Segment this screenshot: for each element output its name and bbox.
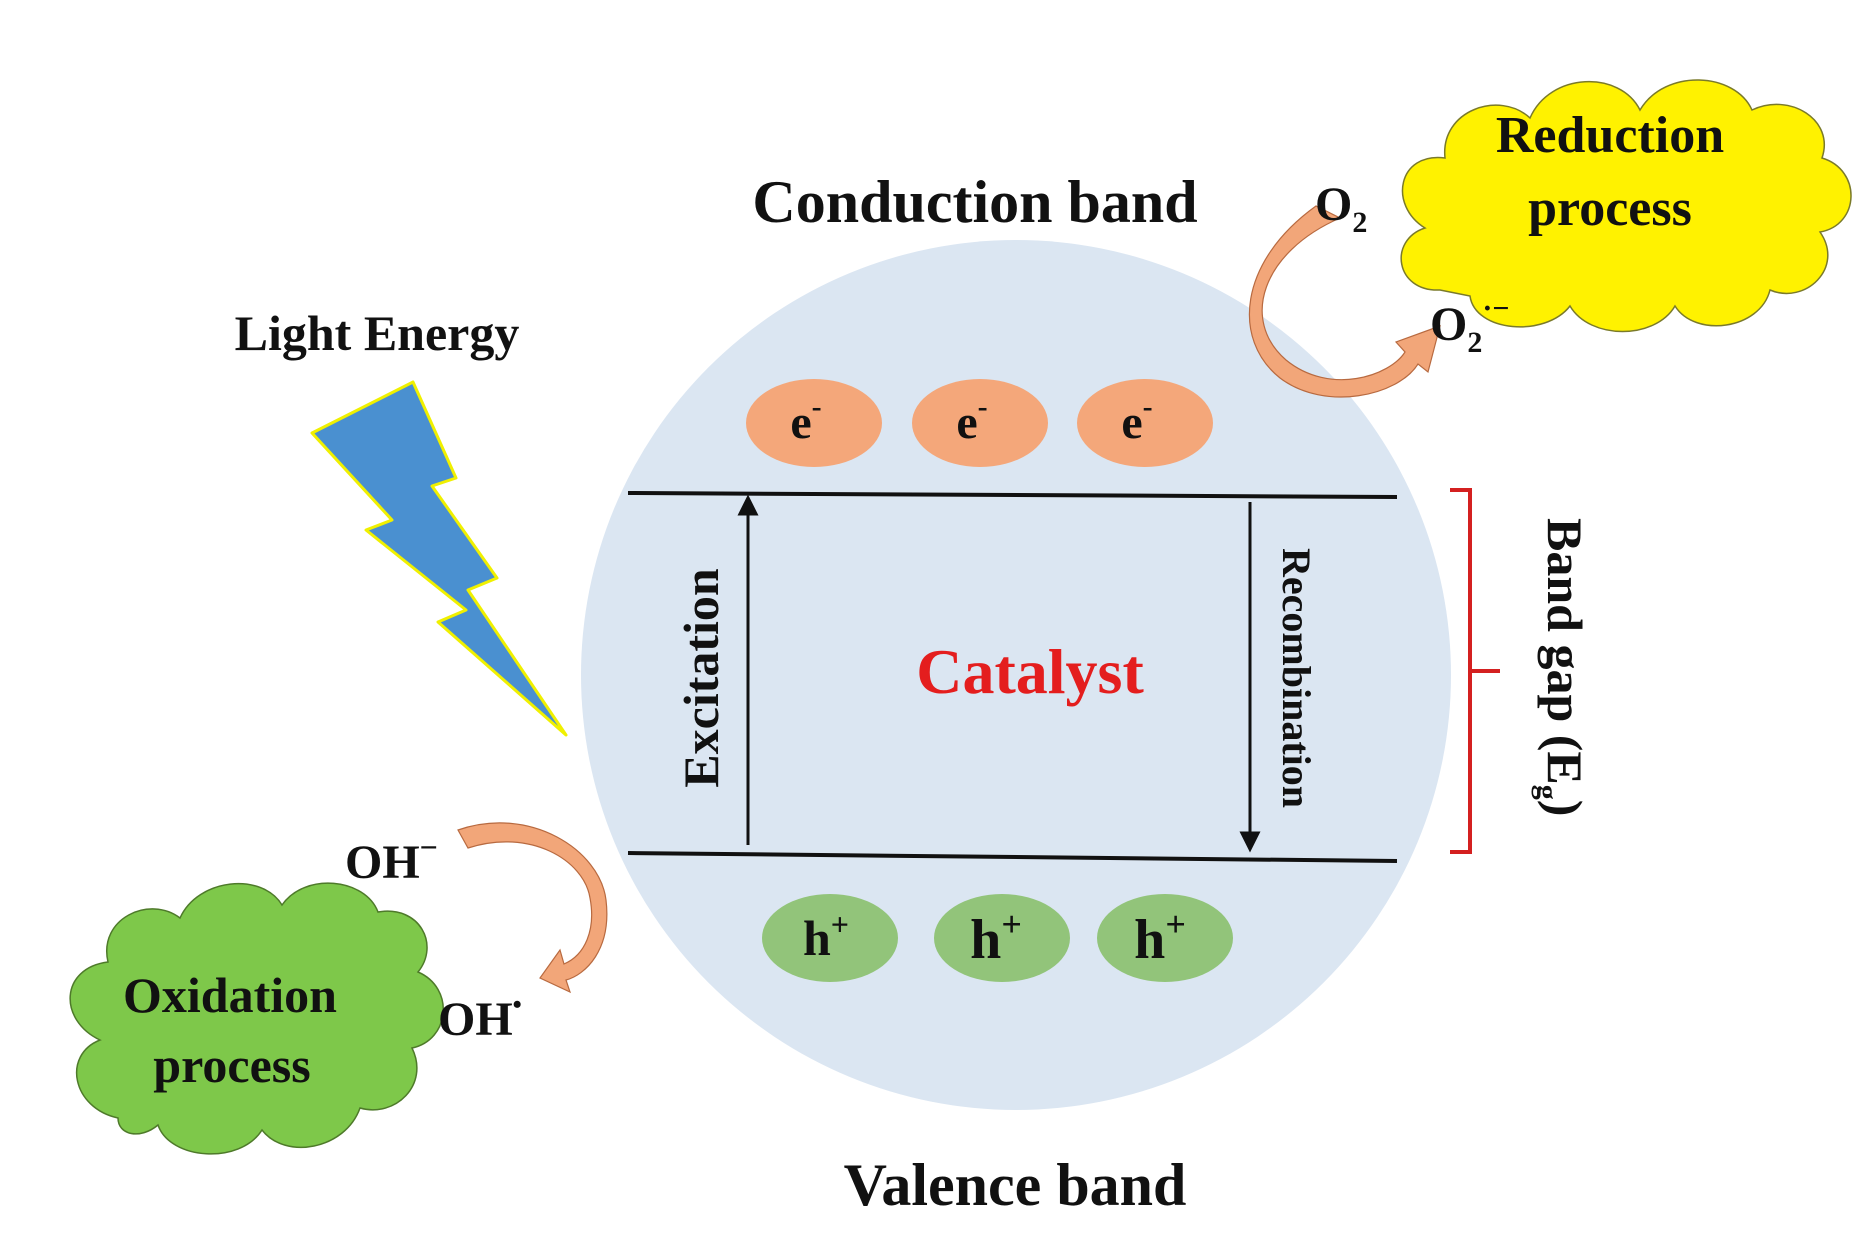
electron-3: e-: [1077, 379, 1213, 467]
excitation-label: Excitation: [673, 568, 729, 788]
oxidation-process-cloud: Oxidation process: [69, 882, 444, 1155]
svg-text:e-: e-: [956, 390, 987, 449]
reduction-process-cloud: Reduction process: [1400, 79, 1852, 333]
svg-text:h+: h+: [1134, 904, 1186, 971]
reduction-label-line2: process: [1528, 180, 1692, 237]
svg-text:e-: e-: [1121, 390, 1152, 449]
light-energy-label: Light Energy: [235, 305, 520, 361]
hole-1: h+: [762, 894, 898, 982]
electron-1: e-: [746, 379, 882, 467]
reduction-label-line1: Reduction: [1496, 107, 1724, 164]
hole-2: h+: [934, 894, 1070, 982]
band-gap-label: Band gap (Eg): [1531, 518, 1593, 816]
recombination-label: Recombination: [1274, 548, 1319, 808]
conduction-band-edge: [627, 491, 1398, 499]
catalyst-label: Catalyst: [916, 636, 1144, 707]
oxidation-label-line1: Oxidation: [123, 967, 337, 1023]
valence-band-label: Valence band: [844, 1152, 1187, 1218]
hydroxyl-radical-label: OH•: [438, 990, 522, 1046]
reduction-reaction-arrow: [1248, 205, 1441, 398]
oxygen-label: O2: [1315, 178, 1367, 239]
conduction-band-label: Conduction band: [752, 169, 1197, 235]
superoxide-label: O2·−: [1430, 292, 1509, 359]
svg-text:h+: h+: [803, 906, 849, 966]
valence-band-edge: [627, 851, 1398, 863]
svg-text:e-: e-: [790, 390, 821, 449]
electron-2: e-: [912, 379, 1048, 467]
hydroxide-label: OH−: [345, 829, 438, 889]
oxidation-reaction-arrow: [457, 822, 608, 994]
hole-3: h+: [1097, 894, 1233, 982]
lightning-bolt-icon: [310, 380, 568, 737]
band-gap-bracket: [1450, 488, 1500, 854]
oxidation-label-line2: process: [153, 1037, 310, 1093]
svg-text:h+: h+: [970, 904, 1022, 971]
